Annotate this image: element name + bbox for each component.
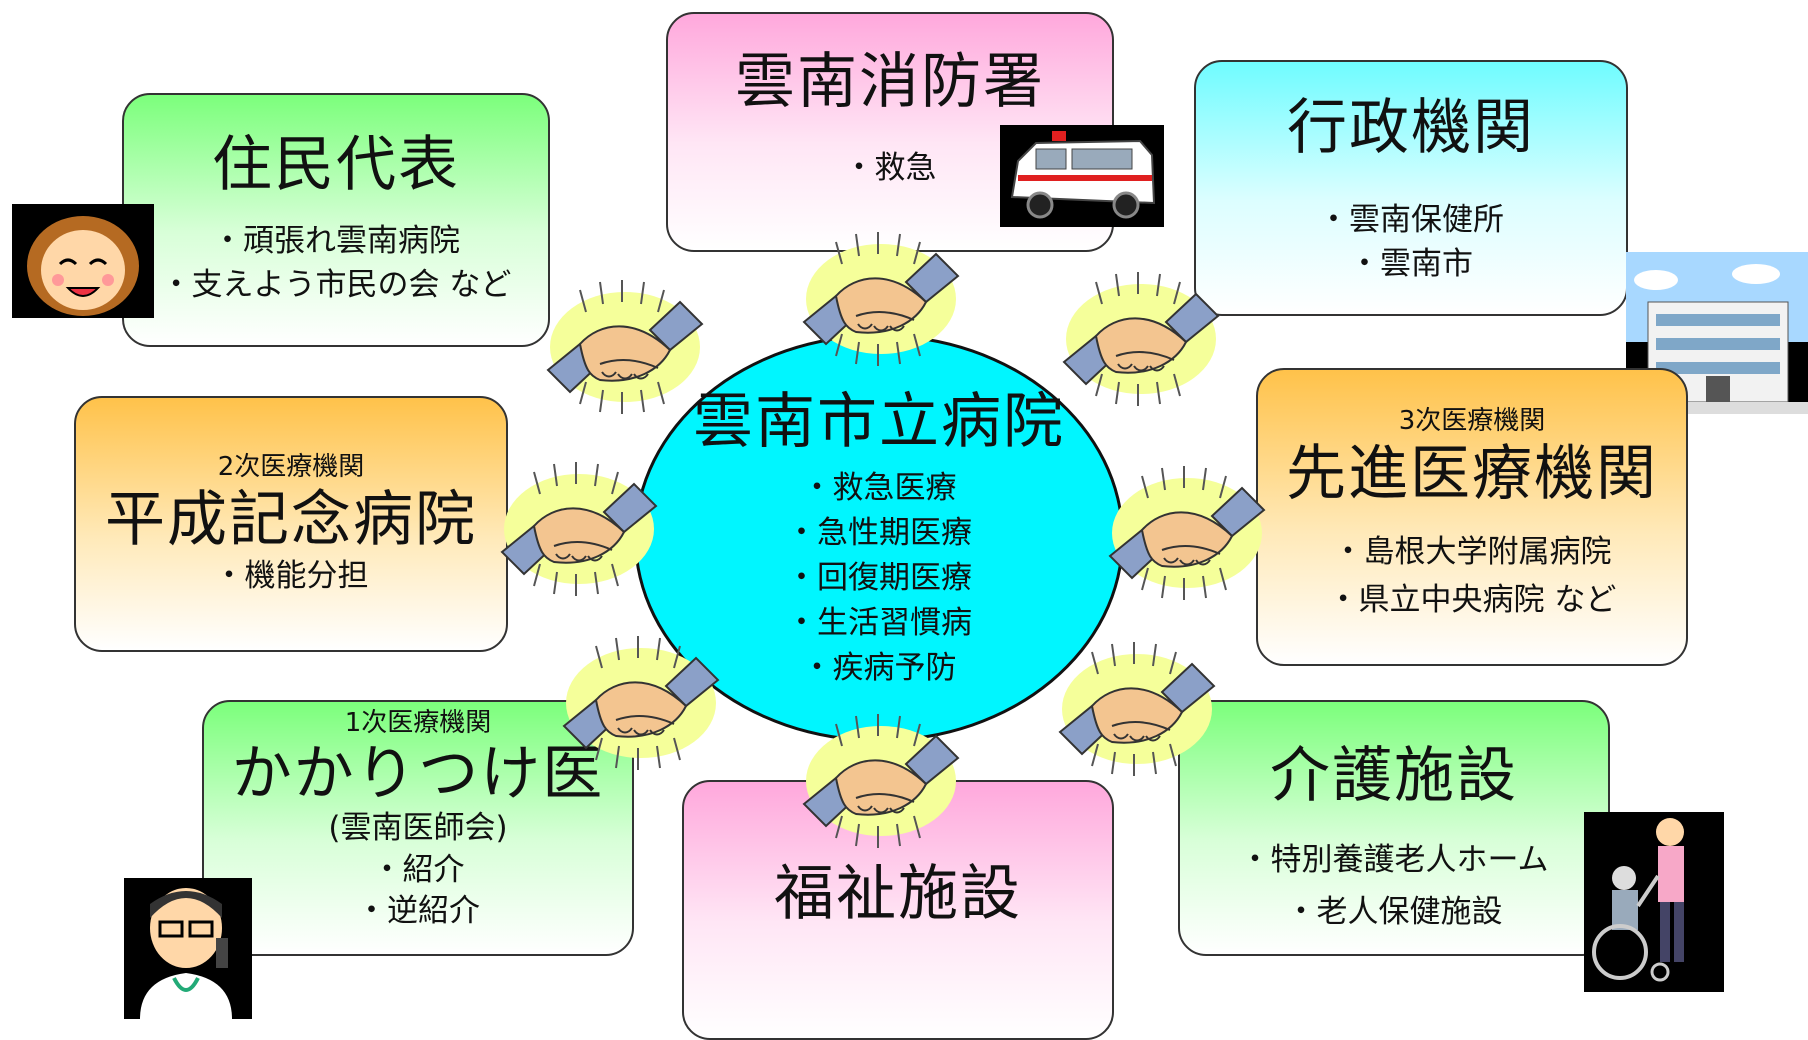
center-item: ・救急医療 xyxy=(801,470,957,506)
handshake-icon xyxy=(1056,264,1226,414)
handshake-icon xyxy=(556,628,726,778)
woman-face-icon xyxy=(12,204,154,318)
residents-item: ・頑張れ雲南病院 xyxy=(212,223,460,259)
center-item: ・疾病予防 xyxy=(801,649,957,686)
heisei-tier: 2次医療機関 xyxy=(217,452,365,482)
handshake-icon xyxy=(494,454,664,604)
care-item: ・特別養護老人ホーム xyxy=(1239,842,1549,878)
gp-tier: 1次医療機関 xyxy=(344,708,492,738)
care-title: 介護施設 xyxy=(1270,741,1518,811)
center-hospital-ellipse xyxy=(634,334,1124,742)
ambulance-icon xyxy=(1000,125,1164,227)
gp-item: ・逆紹介 xyxy=(356,892,480,929)
admin-box: 行政機関 ・雲南保健所 ・雲南市 xyxy=(1194,60,1628,316)
residents-title: 住民代表 xyxy=(212,130,460,200)
fire-item: ・救急 xyxy=(843,150,937,186)
center-items: ・救急医療 ・急性期医療 ・回復期医療 ・生活習慣病 ・疾病予防 xyxy=(634,466,1124,691)
gp-subtitle: (雲南医師会) xyxy=(328,810,508,846)
admin-item: ・雲南保健所 xyxy=(1318,202,1504,238)
residents-item: ・支えよう市民の会 など xyxy=(160,267,512,304)
gp-title: かかりつけ医 xyxy=(231,739,605,809)
center-item: ・急性期医療 xyxy=(786,514,972,551)
care-box: 介護施設 ・特別養護老人ホーム ・老人保健施設 xyxy=(1178,700,1610,956)
advanced-item: ・県立中央病院 など xyxy=(1327,582,1617,619)
advanced-box: 3次医療機関 先進医療機関 ・島根大学附属病院 ・県立中央病院 など xyxy=(1256,368,1688,666)
admin-title: 行政機関 xyxy=(1287,93,1535,163)
handshake-icon xyxy=(540,272,710,422)
heisei-item: ・機能分担 xyxy=(213,558,369,594)
center-item: ・生活習慣病 xyxy=(786,604,972,641)
fire-title: 雲南消防署 xyxy=(735,47,1045,117)
care-item: ・老人保健施設 xyxy=(1285,894,1503,931)
handshake-icon xyxy=(1102,458,1272,608)
handshake-icon xyxy=(1052,634,1222,784)
center-title: 雲南市立病院 xyxy=(693,387,1065,457)
handshake-icon xyxy=(796,706,966,856)
advanced-tier: 3次医療機関 xyxy=(1398,406,1546,436)
advanced-item: ・島根大学附属病院 xyxy=(1332,534,1612,570)
welfare-title: 福祉施設 xyxy=(774,859,1022,929)
admin-item: ・雲南市 xyxy=(1349,246,1473,283)
wheelchair-icon xyxy=(1584,812,1724,992)
heisei-title: 平成記念病院 xyxy=(105,485,477,555)
gp-item: ・紹介 xyxy=(371,852,465,889)
advanced-title: 先進医療機関 xyxy=(1286,439,1658,509)
heisei-box: 2次医療機関 平成記念病院 ・機能分担 xyxy=(74,396,508,652)
doctor-icon xyxy=(124,878,252,1019)
handshake-icon xyxy=(796,224,966,374)
gp-box: 1次医療機関 かかりつけ医 (雲南医師会) ・紹介 ・逆紹介 xyxy=(202,700,634,956)
residents-box: 住民代表 ・頑張れ雲南病院 ・支えよう市民の会 など xyxy=(122,93,550,347)
center-item: ・回復期医療 xyxy=(786,559,972,596)
